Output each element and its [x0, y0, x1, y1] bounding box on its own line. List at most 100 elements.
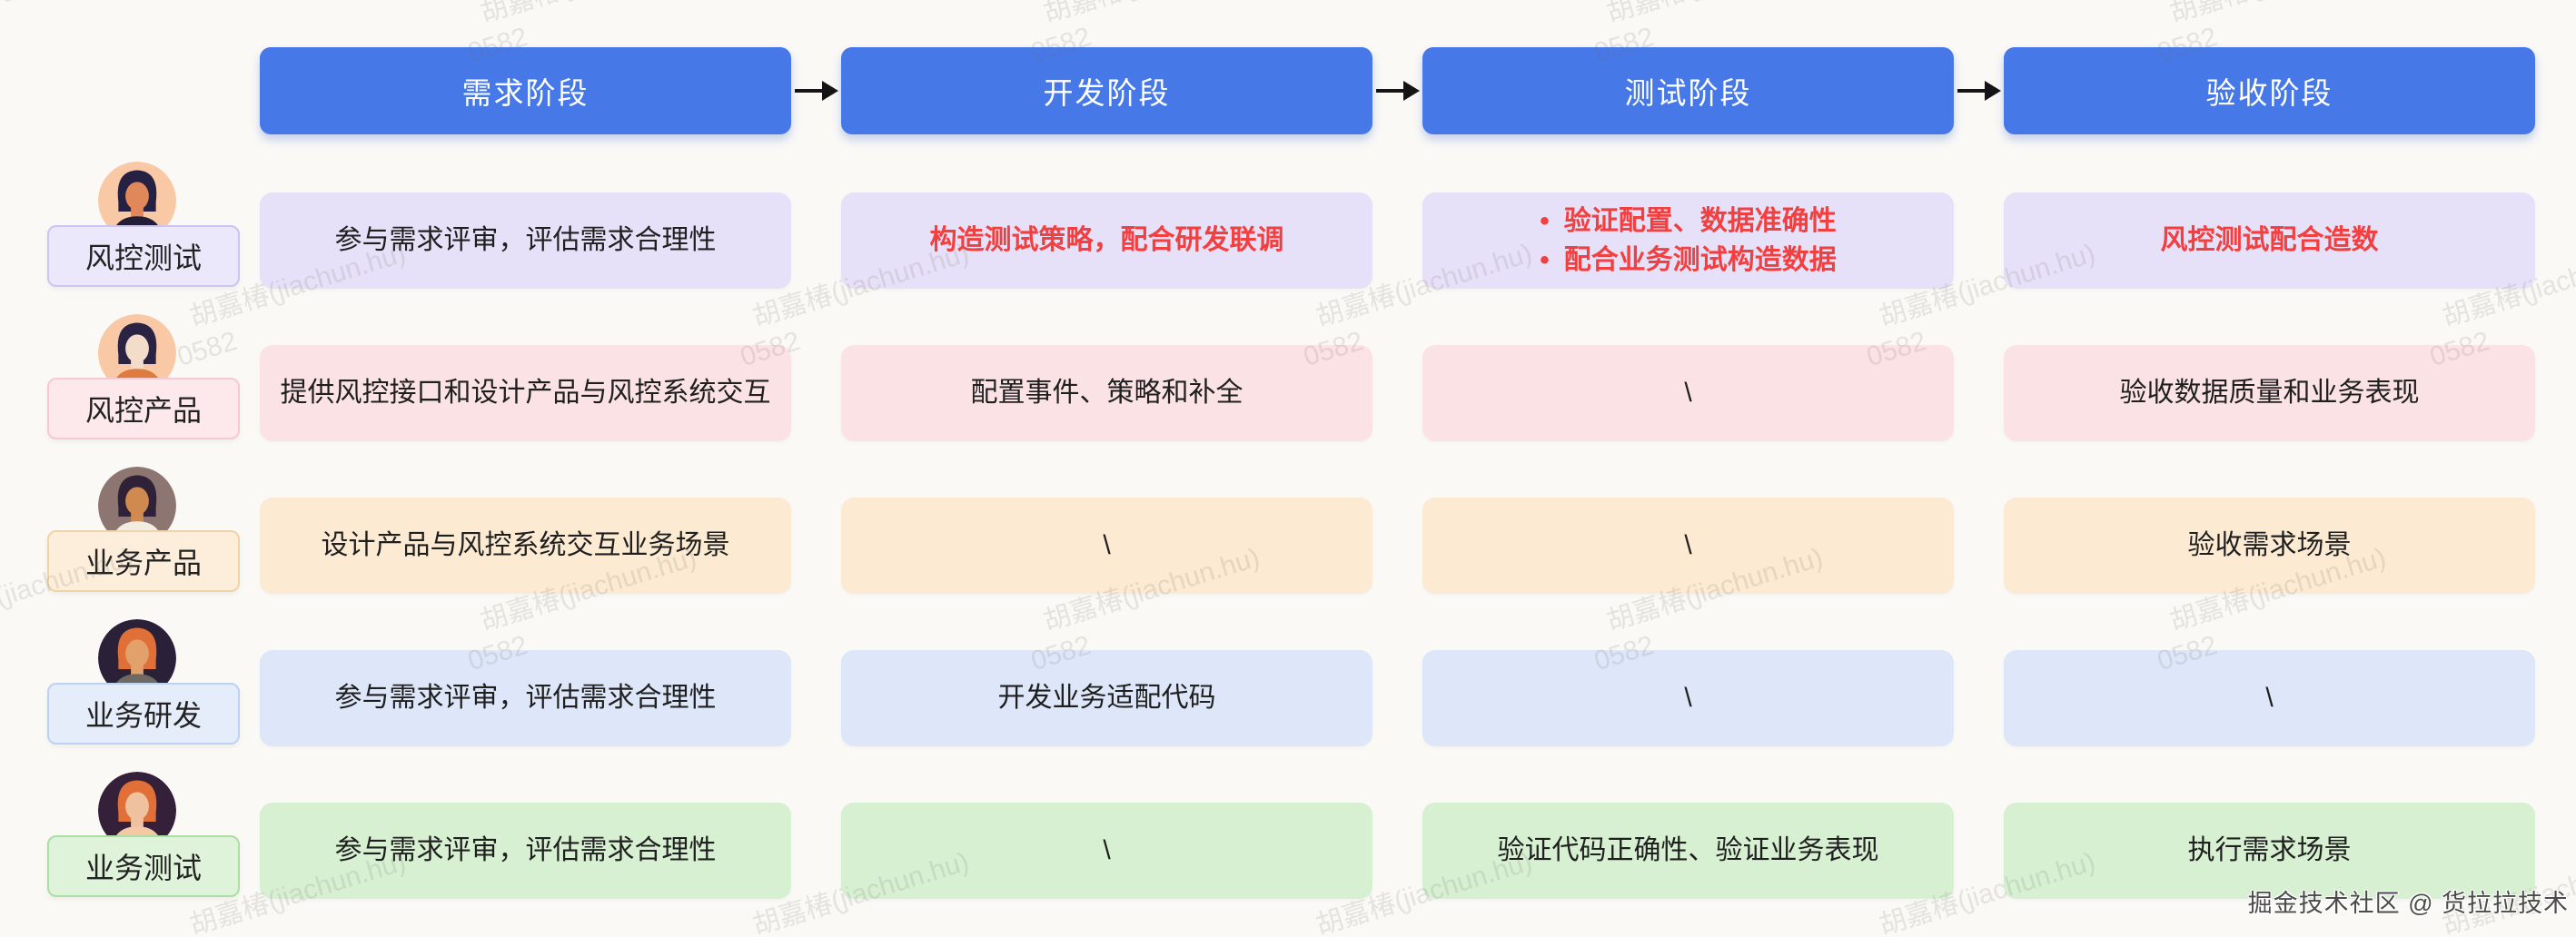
- cell-lines: \: [2265, 678, 2273, 718]
- cell-row4-col1: 参与需求评审，评估需求合理性: [260, 650, 791, 746]
- cell-text: \: [1103, 835, 1111, 866]
- phase-box-2: 开发阶段: [841, 47, 1372, 134]
- cell-text: 参与需求评审，评估需求合理性: [334, 683, 717, 714]
- cell-lines: 开发业务适配代码: [998, 678, 1216, 718]
- cell-line: 设计产品与风控系统交互业务场景: [322, 526, 730, 566]
- cell-lines: 验证代码正确性、验证业务表现: [1498, 831, 1879, 871]
- flow-arrow-icon: [1376, 80, 1420, 102]
- cell-text: \: [1103, 530, 1111, 561]
- cell-row3-col1: 设计产品与风控系统交互业务场景: [260, 498, 791, 594]
- cell-row4-col2: 开发业务适配代码: [841, 650, 1372, 746]
- cell-lines: 参与需求评审，评估需求合理性: [335, 221, 717, 261]
- cell-text: 参与需求评审，评估需求合理性: [334, 835, 717, 866]
- arrow-shaft: [1957, 89, 1990, 93]
- cell-row3-col2: \: [841, 498, 1372, 594]
- cell-lines: 参与需求评审，评估需求合理性: [335, 678, 717, 718]
- cell-lines: \: [1684, 526, 1691, 566]
- cell-line: 风控测试配合造数: [2161, 221, 2379, 261]
- cell-line: 验证代码正确性、验证业务表现: [1498, 831, 1879, 871]
- cell-text: 开发业务适配代码: [997, 683, 1216, 714]
- cell-row5-col3: 验证代码正确性、验证业务表现: [1422, 803, 1954, 899]
- cell-text: 配合业务测试构造数据: [1563, 245, 1837, 275]
- cell-row5-col2: \: [841, 803, 1372, 899]
- arrow-shaft: [795, 89, 827, 93]
- watermark-line1: 胡嘉椿(jiachun.hu): [1039, 0, 1263, 31]
- cell-lines: 设计产品与风控系统交互业务场景: [322, 526, 730, 566]
- bullet-icon: •: [1540, 205, 1550, 236]
- cell-line: 开发业务适配代码: [998, 678, 1216, 718]
- role-label-5: 业务测试: [47, 835, 240, 897]
- cell-lines: \: [1103, 526, 1110, 566]
- flow-arrow-icon: [795, 80, 838, 102]
- role-label-4: 业务研发: [47, 683, 240, 745]
- cell-row2-col1: 提供风控接口和设计产品与风控系统交互: [260, 345, 791, 441]
- arrow-shaft: [1376, 89, 1409, 93]
- cell-row1-col1: 参与需求评审，评估需求合理性: [260, 192, 791, 289]
- cell-line: \: [2265, 678, 2273, 718]
- cell-text: \: [1684, 378, 1692, 409]
- cell-line: 提供风控接口和设计产品与风控系统交互: [281, 373, 771, 413]
- cell-row2-col4: 验收数据质量和业务表现: [2004, 345, 2535, 441]
- cell-line: \: [1684, 678, 1691, 718]
- cell-row5-col1: 参与需求评审，评估需求合理性: [260, 803, 791, 899]
- cell-line: 执行需求场景: [2188, 831, 2352, 871]
- role-label-3: 业务产品: [47, 530, 240, 592]
- cell-text: 验证代码正确性、验证业务表现: [1497, 835, 1879, 866]
- cell-row3-col3: \: [1422, 498, 1954, 594]
- arrow-head: [1403, 81, 1420, 101]
- cell-text: \: [1684, 683, 1692, 714]
- cell-lines: 验收需求场景: [2188, 526, 2352, 566]
- cell-line: • 配合业务测试构造数据: [1540, 241, 1837, 281]
- cell-line: • 验证配置、数据准确性: [1540, 202, 1837, 242]
- cell-line: \: [1103, 526, 1110, 566]
- cell-row1-col2: 构造测试策略，配合研发联调: [841, 192, 1372, 289]
- role-label-2: 风控产品: [47, 378, 240, 439]
- cell-text: 配置事件、策略和补全: [970, 378, 1243, 409]
- cell-line: 配置事件、策略和补全: [971, 373, 1243, 413]
- cell-line: 参与需求评审，评估需求合理性: [335, 678, 717, 718]
- cell-row3-col4: 验收需求场景: [2004, 498, 2535, 594]
- cell-text: \: [2265, 683, 2274, 714]
- flow-arrow-icon: [1957, 80, 2001, 102]
- cell-text: \: [1684, 530, 1692, 561]
- cell-text: 参与需求评审，评估需求合理性: [334, 225, 717, 256]
- credit-text: 掘金技术社区 @ 货拉拉技术: [2247, 890, 2569, 917]
- cell-text: 风控测试配合造数: [2160, 225, 2379, 256]
- role-label-1: 风控测试: [47, 225, 240, 287]
- cell-line: 参与需求评审，评估需求合理性: [335, 221, 717, 261]
- cell-row1-col4: 风控测试配合造数: [2004, 192, 2535, 289]
- cell-row2-col2: 配置事件、策略和补全: [841, 345, 1372, 441]
- bullet-icon: •: [1540, 245, 1550, 275]
- cell-line: \: [1103, 831, 1110, 871]
- cell-text: 设计产品与风控系统交互业务场景: [321, 530, 730, 561]
- watermark-line1: 胡嘉椿(jiachun.hu): [0, 0, 137, 31]
- cell-lines: \: [1103, 831, 1110, 871]
- cell-lines: 构造测试策略，配合研发联调: [930, 221, 1284, 261]
- cell-text: 验证配置、数据准确性: [1563, 205, 1837, 236]
- cell-text: 提供风控接口和设计产品与风控系统交互: [280, 378, 771, 409]
- cell-line: 参与需求评审，评估需求合理性: [335, 831, 717, 871]
- arrow-head: [822, 81, 838, 101]
- cell-text: 构造测试策略，配合研发联调: [929, 225, 1284, 256]
- cell-row5-col4: 执行需求场景: [2004, 803, 2535, 899]
- cell-text: 执行需求场景: [2187, 835, 2352, 866]
- cell-line: 构造测试策略，配合研发联调: [930, 221, 1284, 261]
- cell-text: 验收数据质量和业务表现: [2119, 378, 2420, 409]
- cell-row2-col3: \: [1422, 345, 1954, 441]
- cell-lines: 风控测试配合造数: [2161, 221, 2379, 261]
- cell-lines: 配置事件、策略和补全: [971, 373, 1243, 413]
- cell-lines: 执行需求场景: [2188, 831, 2352, 871]
- watermark-line1: 胡嘉椿(jiachun.hu): [476, 0, 700, 31]
- cell-line: \: [1684, 373, 1691, 413]
- cell-lines: \: [1684, 373, 1691, 413]
- phase-box-3: 测试阶段: [1422, 47, 1954, 134]
- cell-lines: 验收数据质量和业务表现: [2120, 373, 2420, 413]
- watermark: 胡嘉椿(jiachun.hu)0582: [0, 0, 147, 63]
- cell-lines: 参与需求评审，评估需求合理性: [335, 831, 717, 871]
- arrow-head: [1985, 81, 2001, 101]
- phase-box-4: 验收阶段: [2004, 47, 2535, 134]
- watermark-line1: 胡嘉椿(jiachun.hu): [2165, 0, 2390, 31]
- cell-row4-col3: \: [1422, 650, 1954, 746]
- cell-line: 验收数据质量和业务表现: [2120, 373, 2420, 413]
